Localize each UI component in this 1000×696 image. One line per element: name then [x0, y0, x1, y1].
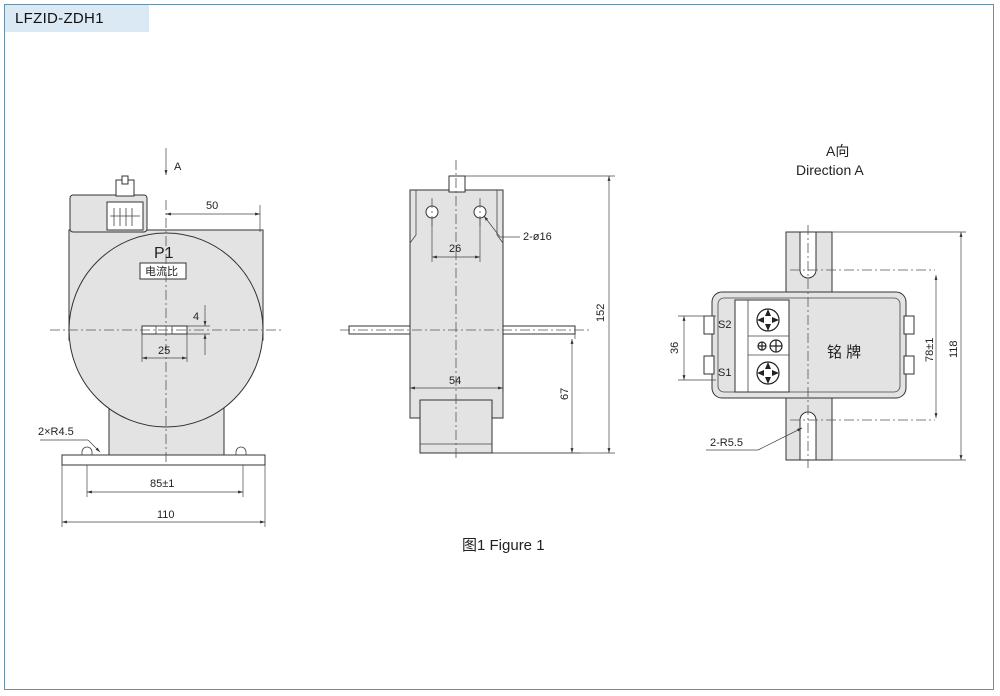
drawing-frame: [4, 4, 994, 690]
base-plate: [61, 454, 266, 466]
dim-152-text: 152: [595, 304, 607, 322]
ground-screws: [757, 339, 783, 353]
direction-title-cn: A向: [826, 143, 849, 159]
dim-85-text: 85±1: [150, 478, 174, 490]
base-slot-right: [235, 446, 247, 455]
radius-r55-text: 2-R5.5: [710, 437, 743, 449]
dim-67-text: 67: [559, 388, 571, 400]
hole-text: 2-ø16: [523, 231, 552, 243]
dim-78-text: 78±1: [924, 338, 936, 362]
s2-label: S2: [718, 319, 731, 331]
terminal-stud: [121, 175, 129, 185]
figure-caption: 图1 Figure 1: [462, 537, 545, 554]
side-body: [409, 189, 504, 419]
dim-26-text: 26: [449, 243, 461, 255]
terminal-pins: [110, 208, 140, 226]
view-a-label: A: [174, 161, 182, 173]
front-view: A 50 P1 电流比 4 25 2×R4.5 85±1 110: [38, 148, 282, 527]
dim-110-text: 110: [157, 509, 175, 521]
base-slot-left: [81, 446, 93, 455]
dim-25-text: 25: [158, 345, 170, 357]
radius-text: 2×R4.5: [38, 426, 74, 438]
dim-50-text: 50: [206, 200, 218, 212]
p1-label: P1: [154, 245, 174, 262]
dim-4-text: 4: [193, 311, 199, 323]
side-view: 26 2-ø16 54 67 152: [340, 160, 615, 460]
direction-a-view: A向 Direction A: [669, 143, 966, 468]
top-tab: [448, 175, 466, 193]
ratio-plate: [139, 262, 187, 280]
model-title: LFZID-ZDH1: [5, 5, 149, 32]
direction-title-en: Direction A: [796, 162, 864, 178]
dim-118-text: 118: [948, 340, 960, 358]
screw-s2: [756, 308, 780, 332]
ratio-text: 电流比: [145, 264, 178, 278]
nameplate-label: 铭 牌: [827, 344, 861, 361]
s1-label: S1: [718, 367, 731, 379]
dim-54-text: 54: [449, 375, 461, 387]
dim-36-text: 36: [669, 342, 681, 354]
screw-s1: [756, 361, 780, 385]
side-recess: [409, 190, 504, 244]
